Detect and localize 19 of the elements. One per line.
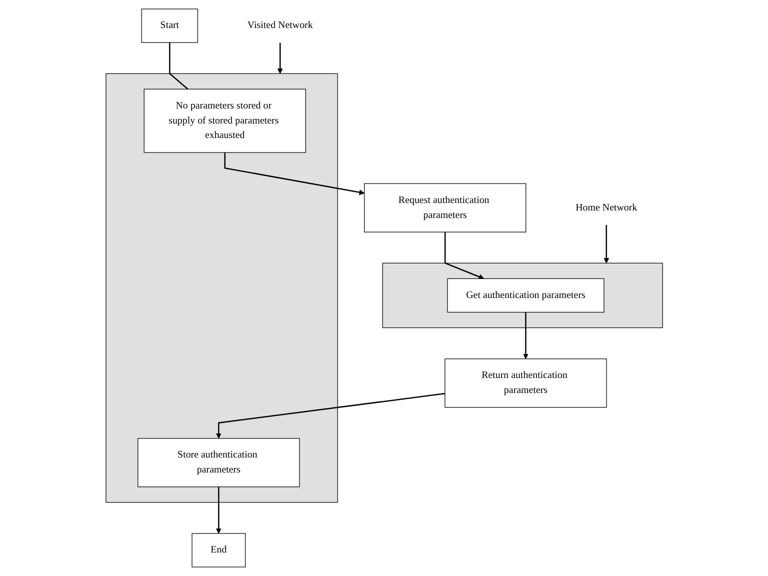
node-box: No parameters stored or supply of stored parameters exhausted <box>144 88 306 153</box>
node-text: Home Network <box>575 202 637 213</box>
arrow <box>444 232 484 280</box>
cluster <box>382 262 663 328</box>
node-box: Store authentication parameters <box>137 438 300 488</box>
node-box: Get authentication parameters <box>446 278 604 313</box>
arrow <box>603 224 609 264</box>
node-box: Start <box>141 8 198 43</box>
connector <box>168 42 188 90</box>
node-box: Request authentication parameters <box>364 183 526 232</box>
arrow <box>216 392 445 439</box>
arrow <box>224 152 364 196</box>
node-text: Visited Network <box>247 20 313 31</box>
cluster <box>105 73 338 503</box>
arrow <box>522 312 528 360</box>
node-box: End <box>191 533 246 568</box>
arrow <box>277 42 283 74</box>
arrow <box>216 486 222 534</box>
node-box: Return authentication parameters <box>444 358 607 408</box>
